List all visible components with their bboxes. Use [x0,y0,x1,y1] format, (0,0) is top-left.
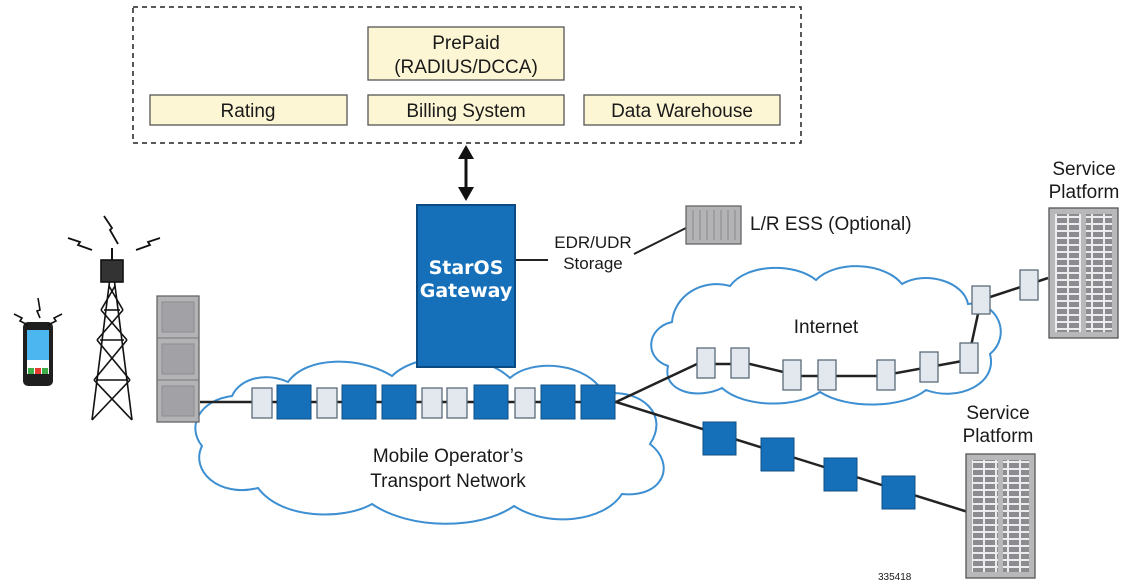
base-station-rack [156,295,200,423]
service-platform-bottom-label: Service [966,403,1029,424]
billing-systems-group: PrePaid (RADIUS/DCCA) Rating Billing Sys… [132,6,802,144]
prepaid-box [367,26,565,81]
internet-packet-chain [696,269,1039,391]
edr-storage-label: EDR/UDR [554,233,631,252]
service-platform-top-label-2: Platform [1049,182,1120,203]
edr-storage-label-2: Storage [563,254,623,273]
transport-network-cloud [194,356,665,525]
data-warehouse-box [583,94,781,126]
transport-network-label: Mobile Operator’s [373,446,523,467]
transport-network-label-2: Transport Network [370,471,526,492]
prepaid-protocol-label: (RADIUS/DCCA) [394,57,538,78]
transport-packet-chain [251,384,616,420]
service-platform-bottom-label-2: Platform [963,426,1034,447]
ess-label: L/R ESS (Optional) [750,214,912,235]
cell-tower-icon [67,215,161,421]
billing-system-label: Billing System [406,101,525,122]
ess-server [685,205,742,245]
staros-gateway: StarOS Gateway [416,204,516,368]
service-platform-top-server [1048,207,1119,339]
billing-gateway-arrow [458,145,474,201]
rating-box [149,94,348,126]
mobile-phone-icon [13,297,63,386]
rating-label: Rating [221,101,276,122]
service-platform-top-label: Service [1052,159,1115,180]
service-platform-bottom-server [965,453,1036,579]
figure-id: 335418 [878,572,912,583]
gateway-label: Gateway [420,280,513,302]
data-warehouse-label: Data Warehouse [611,101,753,122]
gateway-name: StarOS [429,257,504,279]
internet-label: Internet [794,317,859,338]
prepaid-label: PrePaid [432,33,500,54]
direct-packet-chain [702,421,916,510]
billing-system-box [367,94,565,126]
